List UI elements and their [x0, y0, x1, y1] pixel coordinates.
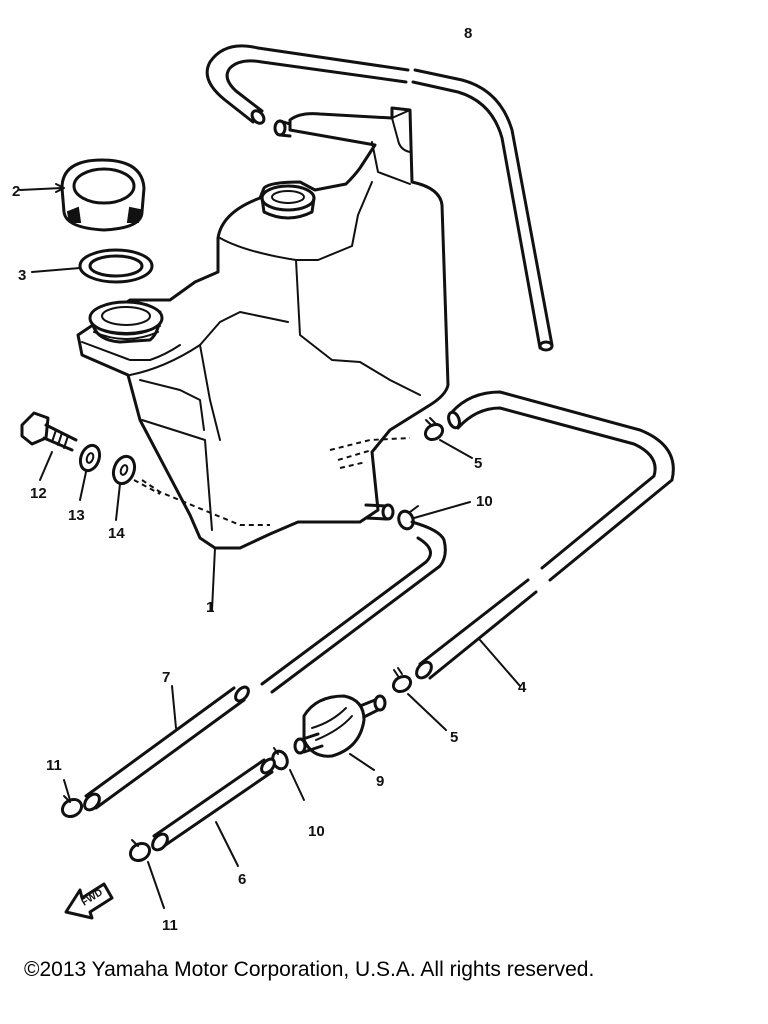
label-part-1: 1 [206, 599, 214, 616]
hose-6 [150, 757, 277, 866]
label-part-5-lower: 5 [450, 729, 458, 746]
clamp-11-lower [127, 840, 164, 908]
clamp-11-upper [59, 780, 84, 820]
bolt [22, 413, 76, 480]
hose-8 [207, 46, 552, 350]
copyright-text: ©2013 Yamaha Motor Corporation, U.S.A. A… [24, 958, 595, 981]
part-labels: 2 3 8 5 10 12 13 14 1 7 4 5 9 11 10 6 11 [12, 25, 527, 934]
label-part-12: 12 [30, 485, 47, 502]
label-part-13: 13 [68, 507, 85, 524]
label-part-11-upper: 11 [46, 757, 62, 774]
label-part-8: 8 [464, 25, 472, 42]
washer-14 [110, 453, 160, 520]
label-part-3: 3 [18, 267, 26, 284]
label-part-14: 14 [108, 525, 125, 542]
clamp-10-lower [270, 748, 304, 800]
filter-9 [295, 696, 385, 770]
forward-arrow-icon: FWD [66, 884, 112, 918]
gasket [32, 250, 152, 282]
label-part-11-lower: 11 [162, 917, 178, 934]
label-part-9: 9 [376, 773, 384, 790]
label-part-10-lower: 10 [308, 823, 325, 840]
tank-cap [20, 160, 144, 230]
label-part-10-upper: 10 [476, 493, 493, 510]
label-part-2: 2 [12, 183, 20, 200]
label-part-4: 4 [518, 679, 527, 696]
clamp-10-upper [396, 502, 470, 531]
clamp-5-lower [391, 668, 446, 730]
clamp-5-upper [423, 418, 472, 458]
hose-4 [414, 392, 674, 686]
washer-13 [77, 443, 103, 500]
hose-7 [82, 522, 446, 813]
reservoir-tank [78, 108, 448, 610]
label-part-7: 7 [162, 669, 170, 686]
label-part-6: 6 [238, 871, 246, 888]
label-part-5-upper: 5 [474, 455, 482, 472]
